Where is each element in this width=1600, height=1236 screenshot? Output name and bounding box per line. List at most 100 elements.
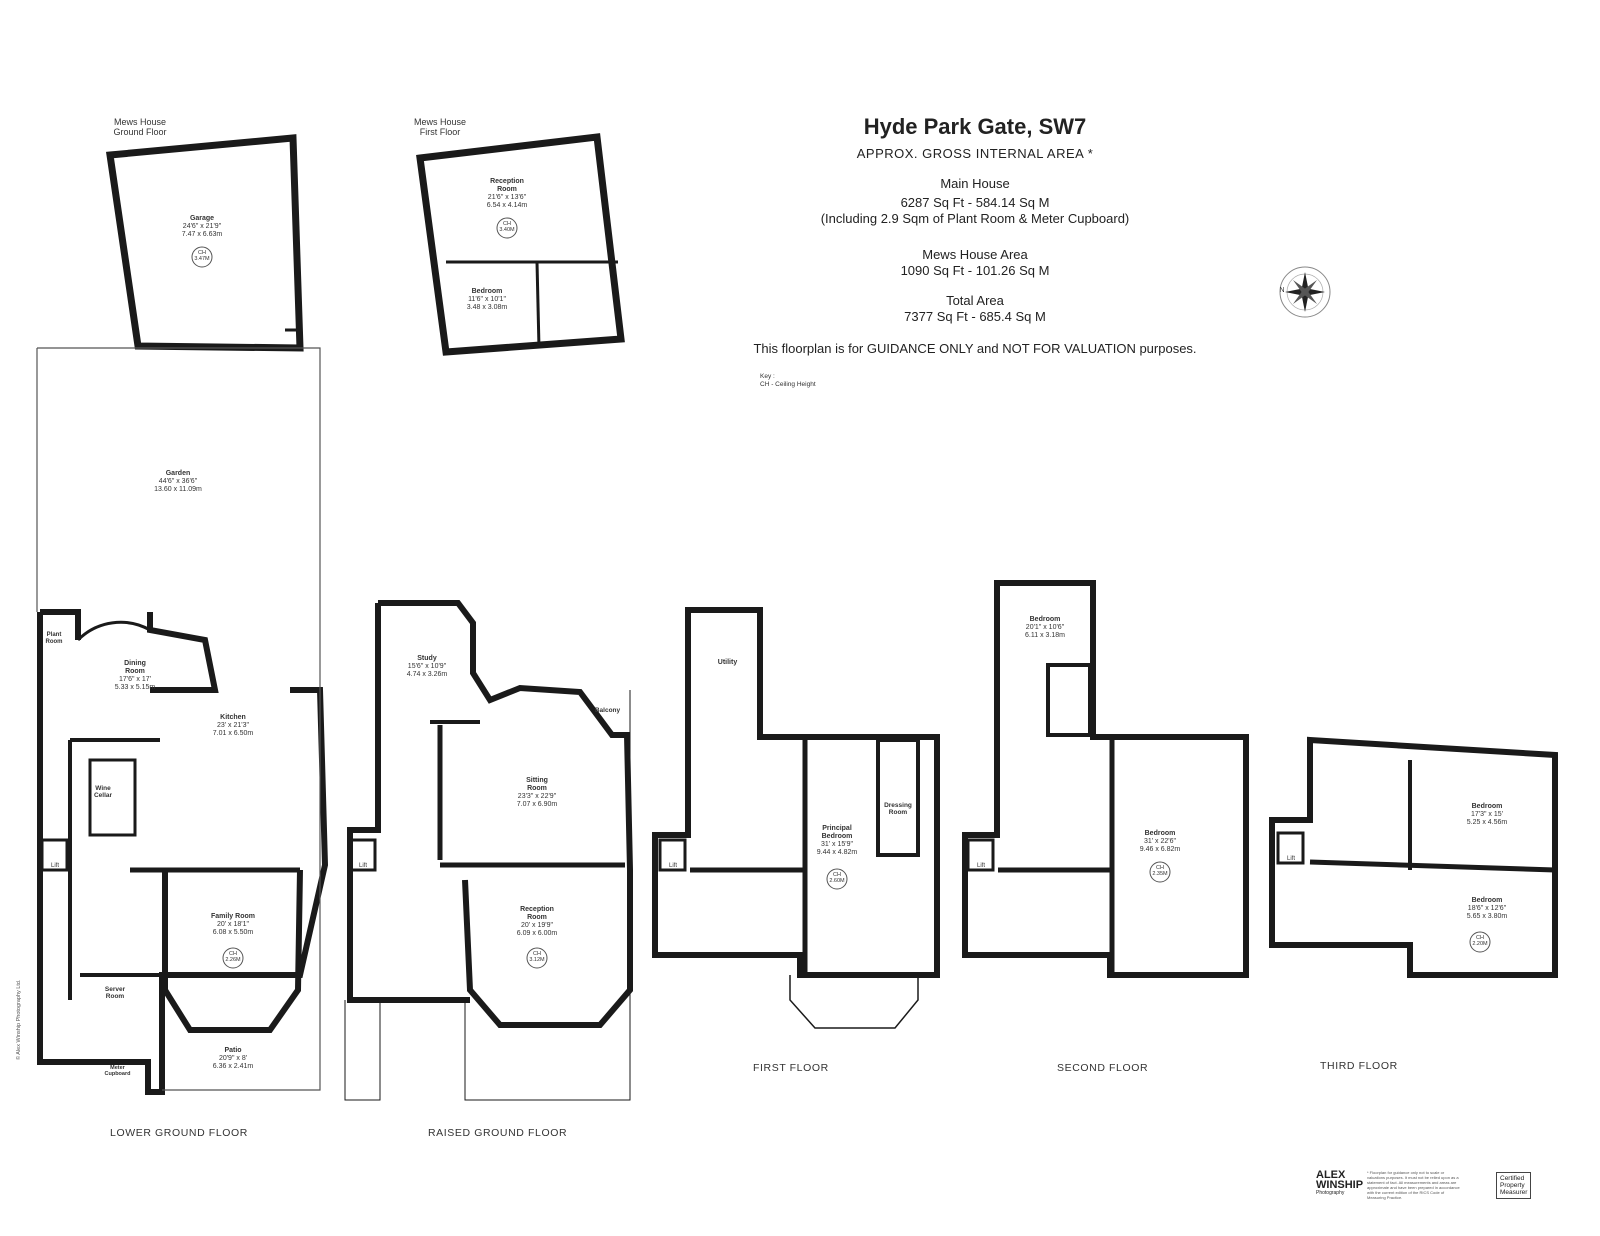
third-ch1: CH — [1476, 935, 1484, 941]
logo-line3: Photography — [1316, 1190, 1345, 1196]
key-title: Key : — [760, 373, 775, 380]
mews-ground-heading: Mews House Ground Floor — [95, 117, 185, 137]
second-ch2: 2.35M — [1152, 871, 1168, 877]
family-imperial: 20' x 18'1" — [216, 921, 249, 928]
main-house-label: Main House — [940, 176, 1010, 191]
dressing-name: Dressing — [884, 802, 912, 809]
mews-first-heading2: First Floor — [419, 127, 461, 137]
mews-reception-ch1: CH — [503, 221, 511, 227]
garage-imperial: 24'6" x 21'9" — [182, 223, 222, 230]
garage-ch1: CH — [198, 250, 206, 256]
mews-ground-heading2: Ground Floor — [113, 127, 167, 137]
room-sitting: Sitting Room 23'3" x 22'9" 7.07 x 6.90m — [497, 777, 577, 809]
family-ch2: 2.26M — [225, 957, 241, 963]
study-metric: 4.74 x 3.26m — [406, 671, 448, 678]
kitchen-metric: 7.01 x 6.50m — [212, 730, 254, 737]
guidance-note: This floorplan is for GUIDANCE ONLY and … — [753, 341, 1197, 356]
first-floor-walls — [652, 607, 940, 978]
garage-ch: CH 3.47M — [192, 250, 212, 262]
second-floor-walls — [962, 580, 1249, 978]
third-ch2: 2.20M — [1472, 941, 1488, 947]
lower-ground-walls — [37, 609, 329, 1095]
principal-name2: Bedroom — [821, 833, 853, 840]
ch-marker-family — [222, 947, 244, 969]
room-family: Family Room 20' x 18'1" 6.08 x 5.50m — [193, 913, 273, 937]
mews-reception-metric: 6.54 x 4.14m — [486, 202, 528, 209]
plant-name: Plant — [46, 632, 62, 638]
patio-metric: 6.36 x 2.41m — [212, 1063, 254, 1070]
third-b1-metric: 5.25 x 4.56m — [1466, 819, 1508, 826]
third-b2-imperial: 18'6" x 12'6" — [1467, 905, 1507, 912]
mews-ground-walls — [106, 134, 304, 352]
reception-imperial: 20' x 19'9" — [520, 922, 553, 929]
wine-name: Wine — [95, 785, 111, 792]
third-b2-name: Bedroom — [1471, 897, 1503, 904]
room-mews-bedroom: Bedroom 11'6" x 10'1" 3.48 x 3.08m — [447, 288, 527, 312]
third-floor-walls — [1269, 736, 1558, 978]
dining-metric: 5.33 x 5.15m — [114, 684, 156, 691]
total-area-value: 7377 Sq Ft - 685.4 Sq M — [904, 309, 1046, 324]
room-dressing: Dressing Room — [878, 802, 918, 816]
second-ch1: CH — [1156, 865, 1164, 871]
sitting-name2: Room — [527, 785, 547, 792]
sf-lift: Lift — [976, 863, 985, 869]
dining-imperial: 17'6" x 17' — [118, 676, 151, 683]
disclaimer-text: * Floorplan for guidance only not to sca… — [1367, 1170, 1460, 1200]
room-balcony: Balcony — [594, 707, 621, 714]
second-top-imperial: 20'1" x 10'6" — [1025, 624, 1065, 631]
ch-marker-principal — [826, 868, 848, 890]
plant-name2: Room — [45, 639, 63, 645]
second-main-imperial: 31' x 22'6" — [1143, 838, 1176, 845]
third-b2-metric: 5.65 x 3.80m — [1466, 913, 1508, 920]
patio-name: Patio — [224, 1047, 242, 1054]
key-ch: CH - Ceiling Height — [760, 381, 816, 388]
garage-ch2: 3.47M — [194, 256, 210, 262]
mews-reception-ch: CH 3.40M — [497, 221, 517, 233]
garden-metric: 13.60 x 11.09m — [154, 486, 202, 493]
key-legend: Key : CH - Ceiling Height — [760, 373, 816, 389]
page-title: Hyde Park Gate, SW7 — [863, 114, 1087, 139]
mews-bedroom-name: Bedroom — [471, 288, 503, 295]
room-wine-cellar: Wine Cellar — [88, 785, 118, 799]
second-ch: CH 2.35M — [1150, 865, 1170, 877]
room-reception: Reception Room 20' x 19'9" 6.09 x 6.00m — [497, 906, 577, 938]
ch-marker-garage — [191, 246, 213, 268]
patio-imperial: 20'9" x 8' — [218, 1055, 248, 1062]
family-ch1: CH — [229, 951, 237, 957]
ch-marker-third — [1469, 931, 1491, 953]
family-metric: 6.08 x 5.50m — [212, 929, 254, 936]
mews-reception-ch2: 3.40M — [499, 227, 515, 233]
garden-boundary — [37, 347, 321, 1091]
third-b1-name: Bedroom — [1471, 803, 1503, 810]
meter-name2: Cupboard — [104, 1071, 131, 1077]
family-name: Family Room — [211, 913, 255, 920]
reception-ch1: CH — [533, 951, 541, 957]
principal-ch1: CH — [833, 872, 841, 878]
room-server: Server Room — [95, 986, 135, 1000]
sitting-name: Sitting — [526, 777, 548, 784]
principal-imperial: 31' x 15'9" — [820, 841, 853, 848]
caption-first: FIRST FLOOR — [753, 1062, 829, 1074]
mews-ground-heading1: Mews House — [113, 117, 167, 127]
room-principal: Principal Bedroom 31' x 15'9" 9.44 x 4.8… — [797, 825, 877, 857]
room-mews-reception: Reception Room 21'6" x 13'6" 6.54 x 4.14… — [467, 178, 547, 210]
mews-area-value: 1090 Sq Ft - 101.26 Sq M — [900, 263, 1050, 278]
compass-north: N — [1279, 287, 1285, 294]
mews-reception-name2: Room — [497, 186, 517, 193]
rics-line2: Property — [1500, 1182, 1525, 1189]
sitting-imperial: 23'3" x 22'9" — [517, 793, 557, 800]
lg-lift: Lift — [50, 863, 59, 869]
kitchen-name: Kitchen — [220, 714, 246, 721]
rics-line3: Measurer — [1500, 1189, 1528, 1196]
principal-ch: CH 2.60M — [827, 872, 847, 884]
kitchen-imperial: 23' x 21'3" — [216, 722, 249, 729]
reception-ch: CH 3.12M — [527, 951, 547, 963]
logo-line1: ALEX — [1316, 1169, 1346, 1181]
second-top-metric: 6.11 x 3.18m — [1025, 632, 1065, 639]
study-imperial: 15'6" x 10'9" — [407, 663, 447, 670]
wine-name2: Cellar — [93, 792, 113, 799]
caption-second: SECOND FLOOR — [1057, 1062, 1149, 1074]
reception-ch2: 3.12M — [529, 957, 545, 963]
reception-name: Reception — [520, 906, 554, 913]
tf-lift: Lift — [1286, 856, 1295, 862]
